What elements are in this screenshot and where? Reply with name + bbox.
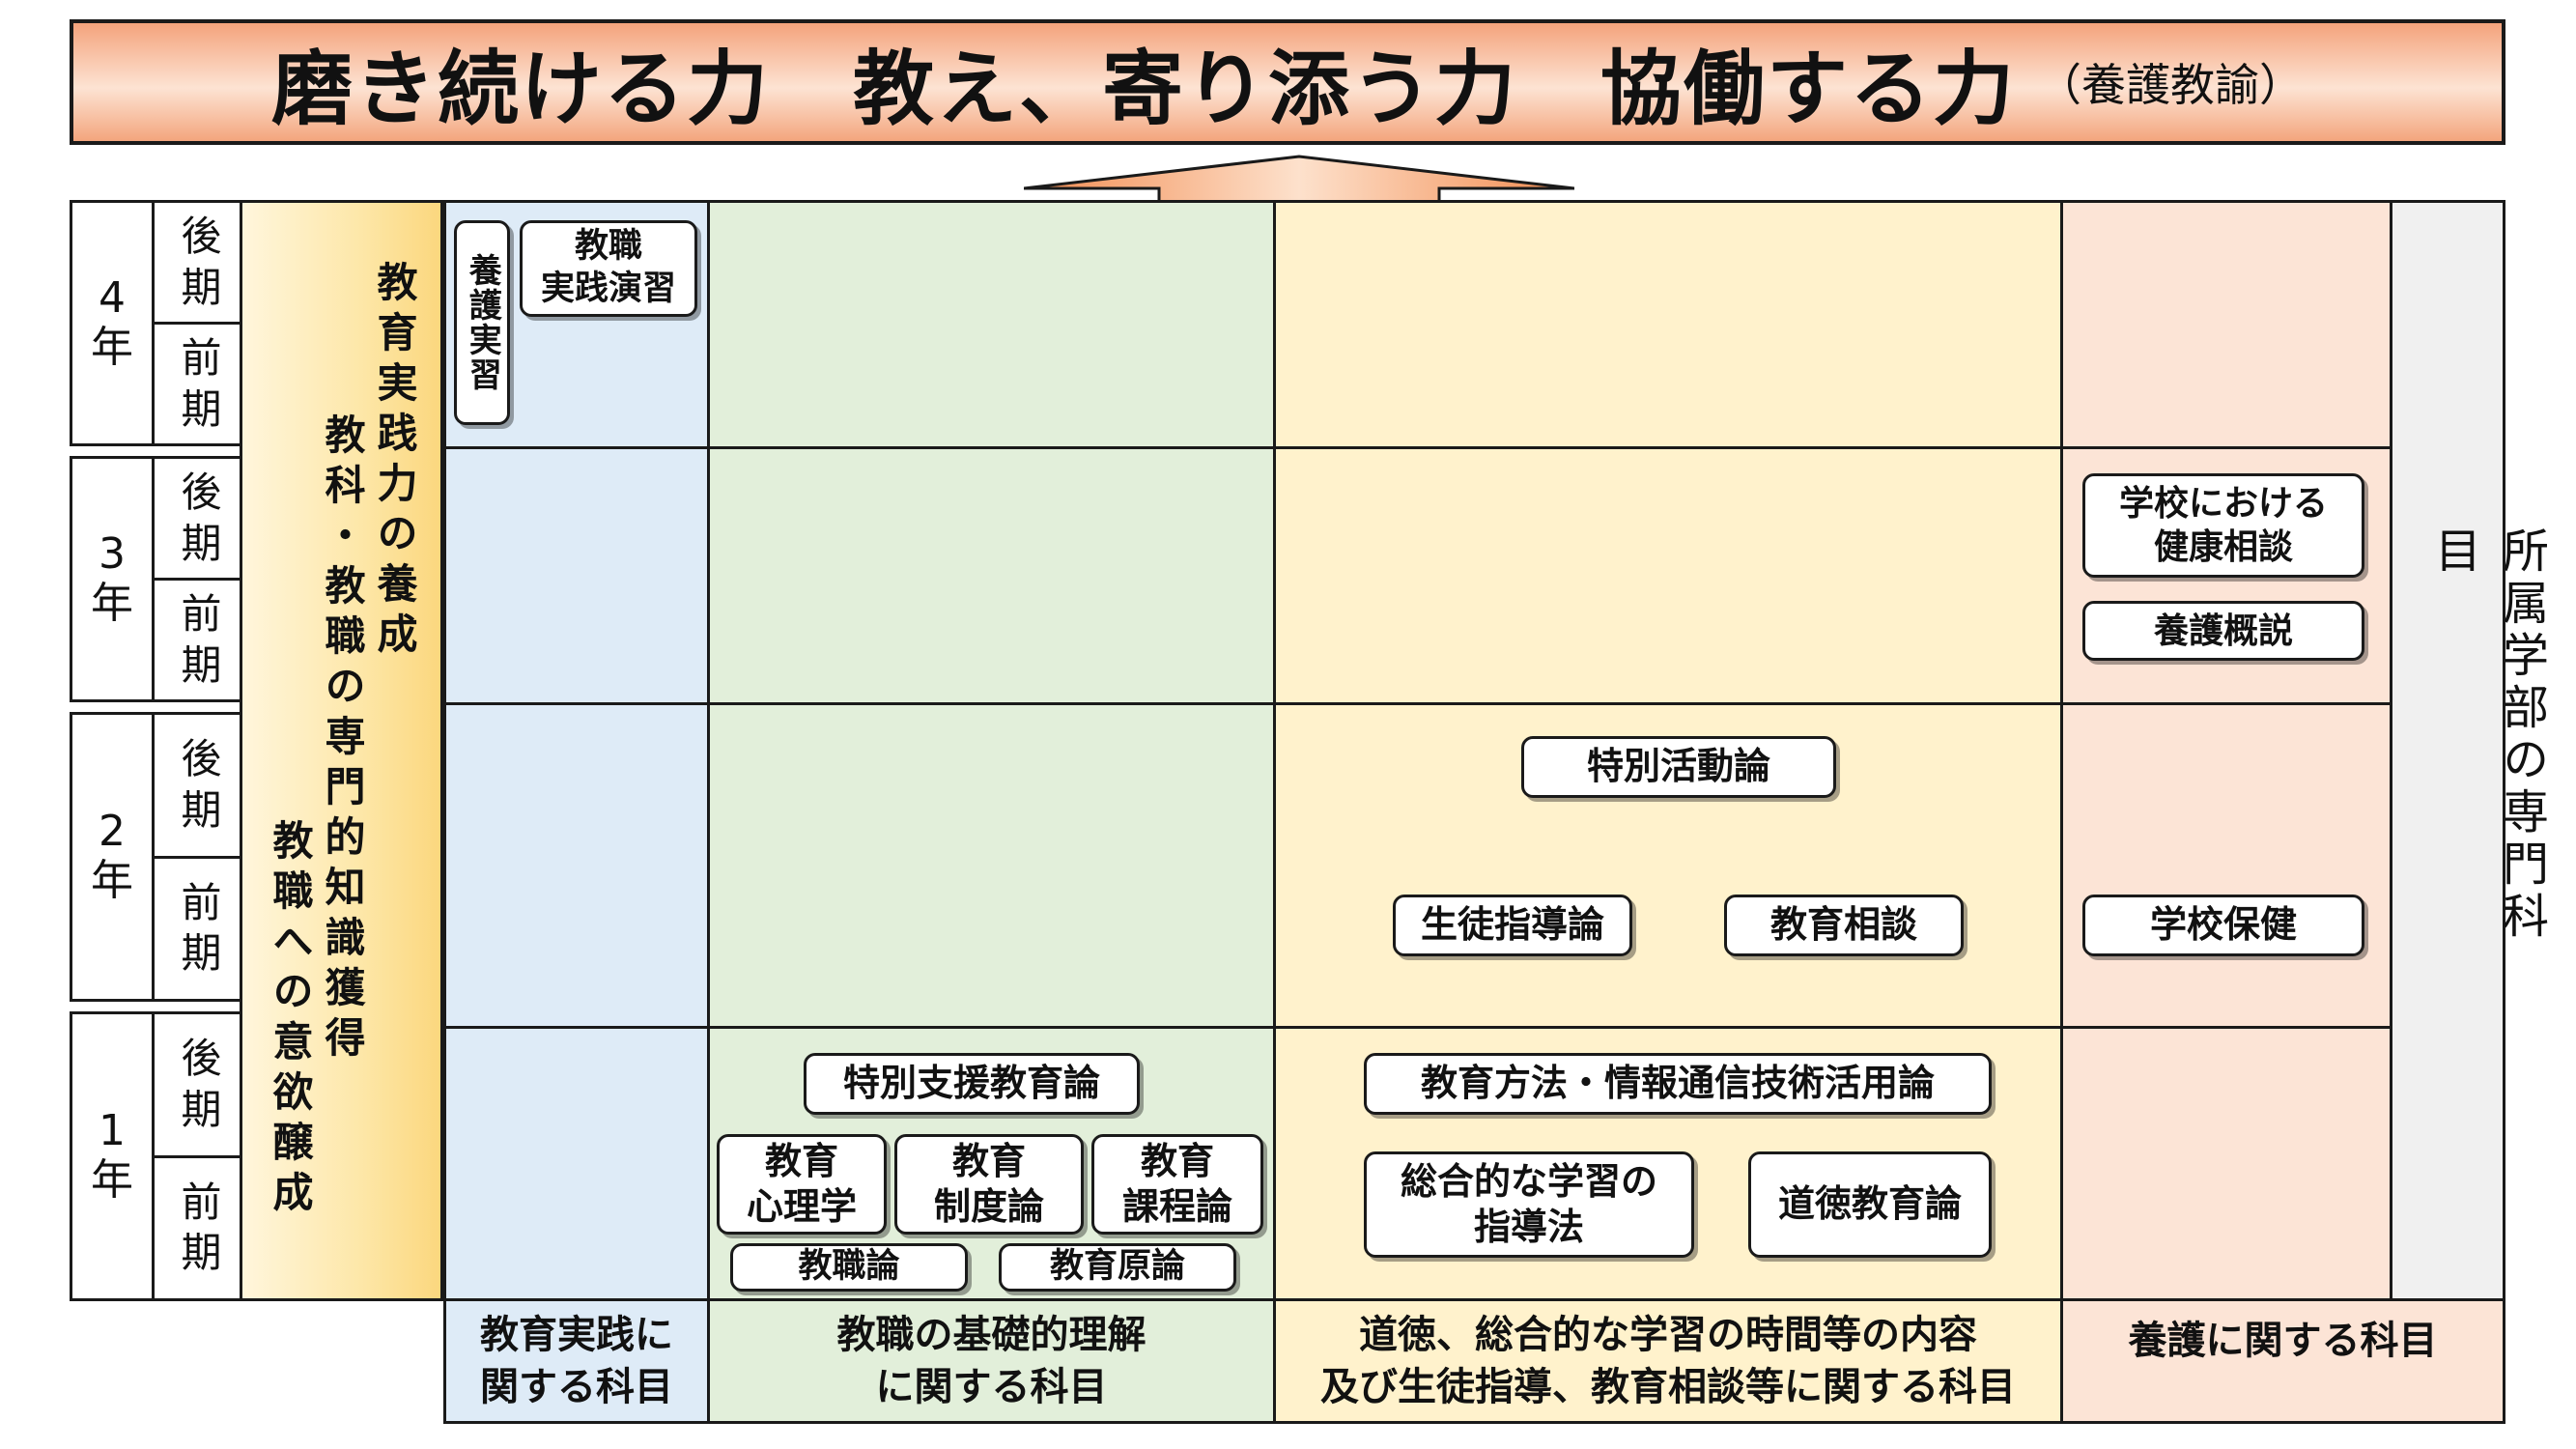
course-kyoshoku-jissen: 教職 実践演習 <box>520 220 697 317</box>
course-kyoiku-sodan: 教育相談 <box>1724 895 1964 956</box>
yogo-column <box>2063 203 2390 1298</box>
year-2-label: 2 年 <box>91 807 133 905</box>
goal-line-2: 教科・教職の専門的知識獲得 <box>319 413 366 1066</box>
course-yogo-gaisetsu: 養護概説 <box>2082 601 2364 661</box>
separator <box>707 203 710 1424</box>
course-tokubetsu-katsudo: 特別活動論 <box>1521 736 1836 798</box>
year-1-early: 前 期 <box>152 1157 248 1298</box>
footer-yogo: 養護に関する科目 <box>2063 1301 2503 1421</box>
course-dotoku: 道徳教育論 <box>1748 1151 1992 1258</box>
faculty-column <box>2392 203 2503 1298</box>
goal-line-1: 教育実践力の養成 <box>371 261 418 663</box>
goal-column <box>242 203 443 1298</box>
course-kyoshoku-ron: 教職論 <box>730 1243 968 1292</box>
separator <box>443 203 446 1298</box>
course-kyoiku-seido: 教育 制度論 <box>894 1134 1084 1235</box>
footer-frame <box>443 1298 2505 1424</box>
year-3-late: 後 期 <box>152 459 248 581</box>
year-1-late: 後 期 <box>152 1014 248 1158</box>
year-4-block: 4 年 後 期 前 期 <box>70 200 251 446</box>
goal-line-3: 教職への意欲醸成 <box>267 819 314 1221</box>
separator <box>1273 203 1276 1424</box>
year-2-early: 前 期 <box>152 858 248 999</box>
year-4-late: 後 期 <box>152 203 248 325</box>
basic-column <box>710 203 1273 1298</box>
faculty-label: 所属学部の専門科目 <box>2426 526 2548 944</box>
title-banner: 磨き続ける力 教え、寄り添う力 協働する力 （養護教諭） <box>70 19 2505 145</box>
year-1-block: 1 年 後 期 前 期 <box>70 1011 251 1301</box>
separator <box>2390 203 2392 1298</box>
course-gakko-kenko: 学校における 健康相談 <box>2082 473 2364 578</box>
year-2-late: 後 期 <box>152 715 248 859</box>
separator <box>2060 203 2063 1424</box>
year-3-early: 前 期 <box>152 581 248 699</box>
row-separator <box>446 446 2390 449</box>
course-tokubetsu-shien: 特別支援教育論 <box>804 1053 1140 1115</box>
banner-main-text: 磨き続ける力 教え、寄り添う力 協働する力 <box>270 41 2016 136</box>
row-separator <box>446 1026 2390 1029</box>
year-1-label: 1 年 <box>91 1106 133 1205</box>
footer-practice: 教育実践に 関する科目 <box>446 1301 707 1421</box>
year-2-block: 2 年 後 期 前 期 <box>70 712 251 1002</box>
year-4-label: 4 年 <box>91 272 133 372</box>
course-kyoiku-hoho: 教育方法・情報通信技術活用論 <box>1364 1053 1992 1115</box>
course-kyoiku-shinri: 教育 心理学 <box>717 1134 887 1235</box>
course-kyoiku-genron: 教育原論 <box>999 1243 1236 1292</box>
footer-basic: 教職の基礎的理解 に関する科目 <box>710 1301 1273 1421</box>
footer-moral: 道徳、総合的な学習の時間等の内容 及び生徒指導、教育相談等に関する科目 <box>1276 1301 2060 1421</box>
course-sogo-gakushu: 総合的な学習の 指導法 <box>1364 1151 1694 1258</box>
course-kyoiku-katei: 教育 課程論 <box>1091 1134 1263 1235</box>
course-seito-shido: 生徒指導論 <box>1393 895 1632 956</box>
course-yogo-jisshu: 養護実習 <box>454 220 510 425</box>
year-3-block: 3 年 後 期 前 期 <box>70 456 251 702</box>
course-gakko-hoken: 学校保健 <box>2082 895 2364 956</box>
row-separator <box>446 702 2390 705</box>
year-3-label: 3 年 <box>91 528 133 628</box>
year-4-early: 前 期 <box>152 325 248 443</box>
banner-sub-text: （養護教諭） <box>2037 59 2304 111</box>
